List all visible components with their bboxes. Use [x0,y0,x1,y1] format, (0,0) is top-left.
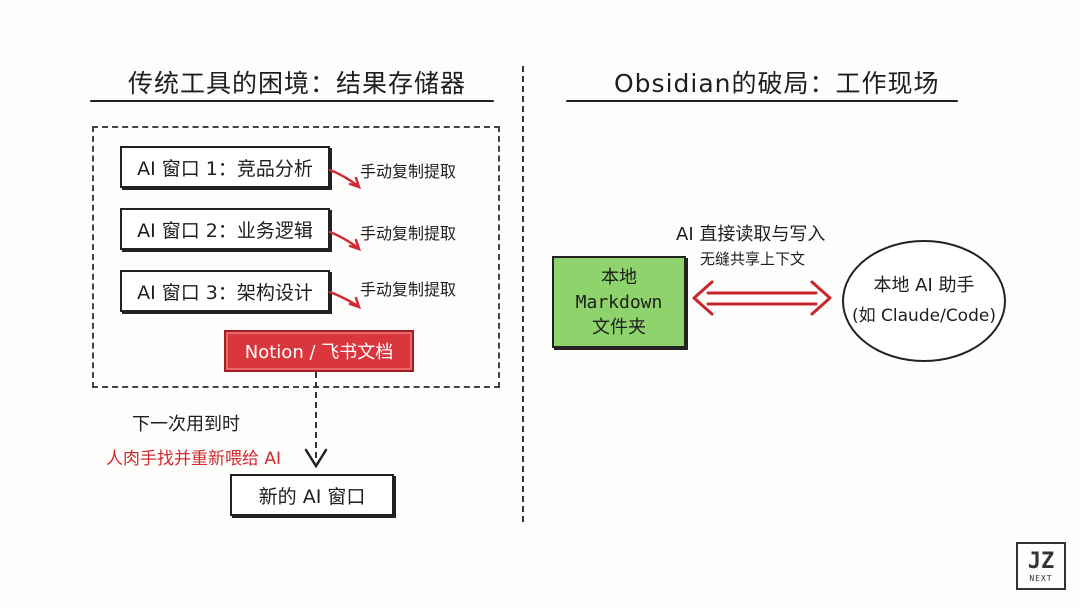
jz-next-logo: JZ NEXT [1016,542,1066,590]
assistant-example: (如 Claude/Code) [852,306,996,326]
logo-mark: JZ [1027,548,1055,574]
folder-line-3: 文件夹 [592,316,646,338]
left-title: 传统工具的困境：结果存储器 [128,69,467,98]
double-arrow [692,280,832,316]
left-title-underline [90,100,494,102]
arrow-label-shared-context: 无缝共享上下文 [700,250,806,268]
ai-window-1: AI 窗口 1：竞品分析 [120,146,330,188]
section-divider [522,66,524,522]
copy-note-2: 手动复制提取 [360,224,457,243]
copy-note-3: 手动复制提取 [360,280,457,299]
logo-sub: NEXT [1029,573,1053,583]
folder-line-1: 本地 [601,266,637,288]
folder-line-2: Markdown [575,291,663,313]
ai-window-3: AI 窗口 3：架构设计 [120,270,330,312]
new-ai-window: 新的 AI 窗口 [230,474,394,516]
right-title: Obsidian的破局：工作现场 [614,69,940,98]
arrow-label-read-write: AI 直接读取与写入 [676,224,826,245]
local-ai-assistant: 本地 AI 助手 (如 Claude/Code) [842,240,1006,362]
manual-refeed-note: 人肉手找并重新喂给 AI [106,449,282,469]
local-markdown-folder: 本地 Markdown 文件夹 [552,256,686,348]
notion-feishu-doc: Notion / 飞书文档 [224,330,414,372]
assistant-title: 本地 AI 助手 [873,275,975,296]
down-arrow-head [304,448,328,469]
copy-note-1: 手动复制提取 [360,162,457,181]
next-time-label: 下一次用到时 [132,414,240,435]
right-title-underline [566,100,958,102]
ai-window-2: AI 窗口 2：业务逻辑 [120,208,330,250]
ai-windows-group [92,126,500,388]
